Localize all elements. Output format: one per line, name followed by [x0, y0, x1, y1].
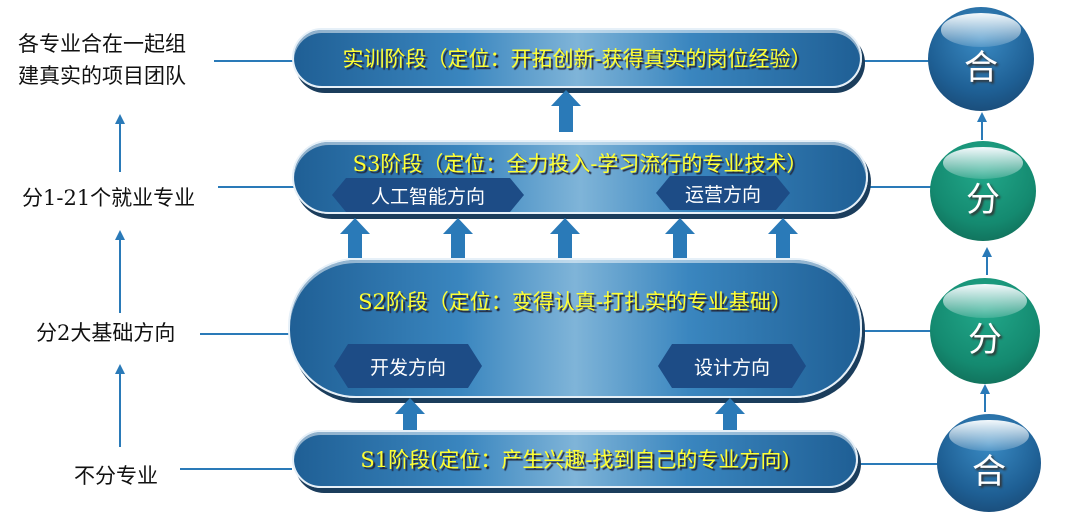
connector-line: [981, 118, 983, 140]
connector-line: [180, 468, 292, 470]
tag-development: 开发方向: [334, 344, 482, 388]
stage-s2-title: S2阶段（定位：变得认真-打扎实的专业基础）: [358, 290, 792, 314]
up-arrow-icon: [443, 218, 473, 258]
orb-label: 分: [968, 319, 1002, 360]
connector-line: [868, 186, 932, 188]
orb-split-s3: 分: [930, 141, 1036, 241]
orb-label: 合: [964, 47, 998, 88]
arrow-head-icon: [115, 114, 125, 124]
connector-line: [119, 122, 121, 172]
label-team-line1: 各专业合在一起组: [18, 32, 186, 56]
connector-line: [119, 238, 121, 313]
connector-line: [862, 60, 932, 62]
label-s2: 分2大基础方向: [36, 321, 176, 345]
up-arrow-icon: [768, 218, 798, 258]
connector-line: [862, 330, 932, 332]
tag-design: 设计方向: [658, 344, 806, 388]
up-arrow-icon: [551, 90, 581, 132]
stage-s3: S3阶段（定位：全力投入-学习流行的专业技术） 人工智能方向 运营方向: [292, 140, 868, 214]
label-team-line2: 建真实的项目团队: [18, 64, 186, 88]
arrow-head-icon: [977, 112, 987, 122]
stage-s3-title: S3阶段（定位：全力投入-学习流行的专业技术）: [352, 152, 808, 176]
connector-line: [986, 253, 988, 275]
stage-s1: S1阶段(定位：产生兴趣-找到自己的专业方向): [292, 430, 858, 488]
arrow-head-icon: [115, 364, 125, 374]
orb-combine-bottom: 合: [937, 414, 1041, 512]
label-s1: 不分专业: [74, 464, 158, 488]
label-team: 各专业合在一起组建真实的项目团队: [18, 28, 186, 92]
tag-ai: 人工智能方向: [332, 178, 524, 212]
label-s3: 分1-21个就业专业: [22, 186, 196, 210]
connector-line: [119, 372, 121, 447]
stage-s2: S2阶段（定位：变得认真-打扎实的专业基础） 开发方向 设计方向: [288, 258, 862, 398]
arrow-head-icon: [980, 384, 990, 394]
up-arrow-icon: [340, 218, 370, 258]
arrow-head-icon: [115, 230, 125, 240]
orb-label: 分: [966, 179, 1000, 220]
connector-line: [214, 60, 294, 62]
stage-practice-title: 实训阶段（定位：开拓创新-获得真实的岗位经验）: [342, 47, 812, 71]
arrow-head-icon: [982, 247, 992, 257]
stage-s1-title: S1阶段(定位：产生兴趣-找到自己的专业方向): [360, 448, 790, 472]
orb-combine-top: 合: [928, 7, 1034, 111]
tag-operations: 运营方向: [656, 176, 790, 210]
up-arrow-icon: [715, 398, 745, 430]
up-arrow-icon: [665, 218, 695, 258]
orb-label: 合: [972, 451, 1006, 492]
connector-line: [200, 333, 290, 335]
up-arrow-icon: [550, 218, 580, 258]
stage-practice: 实训阶段（定位：开拓创新-获得真实的岗位经验）: [292, 28, 862, 88]
connector-line: [984, 390, 986, 412]
up-arrow-icon: [395, 398, 425, 430]
orb-split-s2: 分: [930, 278, 1040, 384]
connector-line: [858, 463, 938, 465]
connector-line: [218, 186, 294, 188]
